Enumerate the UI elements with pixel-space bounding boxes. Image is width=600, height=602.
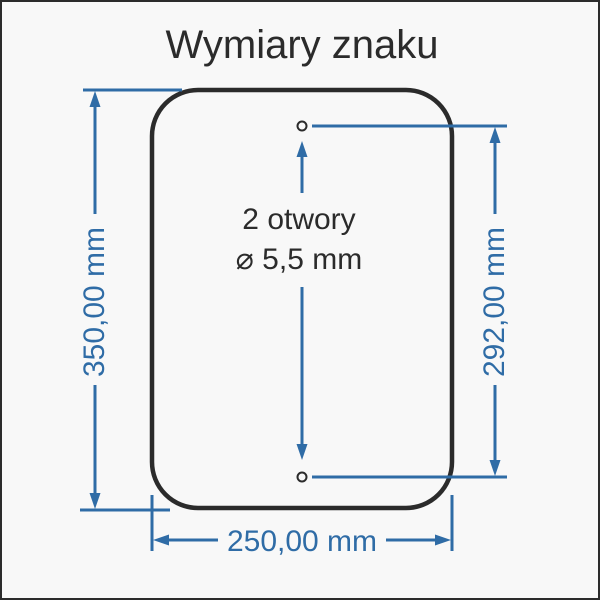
holes-count-note: 2 otwory xyxy=(242,203,355,236)
arrow-down-icon xyxy=(489,460,501,476)
sign-outline xyxy=(149,87,455,511)
hole-spacing-dimension: 292,00 mm xyxy=(312,124,511,479)
width-dimension: 250,00 mm xyxy=(150,495,454,558)
holes-diameter-note: ⌀ 5,5 mm xyxy=(236,243,362,276)
height-dimension: 350,00 mm xyxy=(78,88,182,512)
height-dimension-label: 350,00 mm xyxy=(78,227,111,377)
arrow-right-icon xyxy=(435,534,451,546)
arrow-up-icon xyxy=(489,127,501,143)
hole-spacing-dimension-label: 292,00 mm xyxy=(478,227,511,377)
arrow-up-icon xyxy=(296,141,308,157)
holes-leader: 2 otwory ⌀ 5,5 mm xyxy=(236,141,362,460)
width-dimension-label: 250,00 mm xyxy=(227,525,377,558)
top-hole xyxy=(296,120,308,132)
arrow-left-icon xyxy=(153,534,169,546)
bottom-hole xyxy=(296,471,308,483)
arrow-down-icon xyxy=(89,493,101,509)
arrow-down-icon xyxy=(296,444,308,460)
arrow-up-icon xyxy=(89,91,101,107)
page-title: Wymiary znaku xyxy=(165,23,438,67)
